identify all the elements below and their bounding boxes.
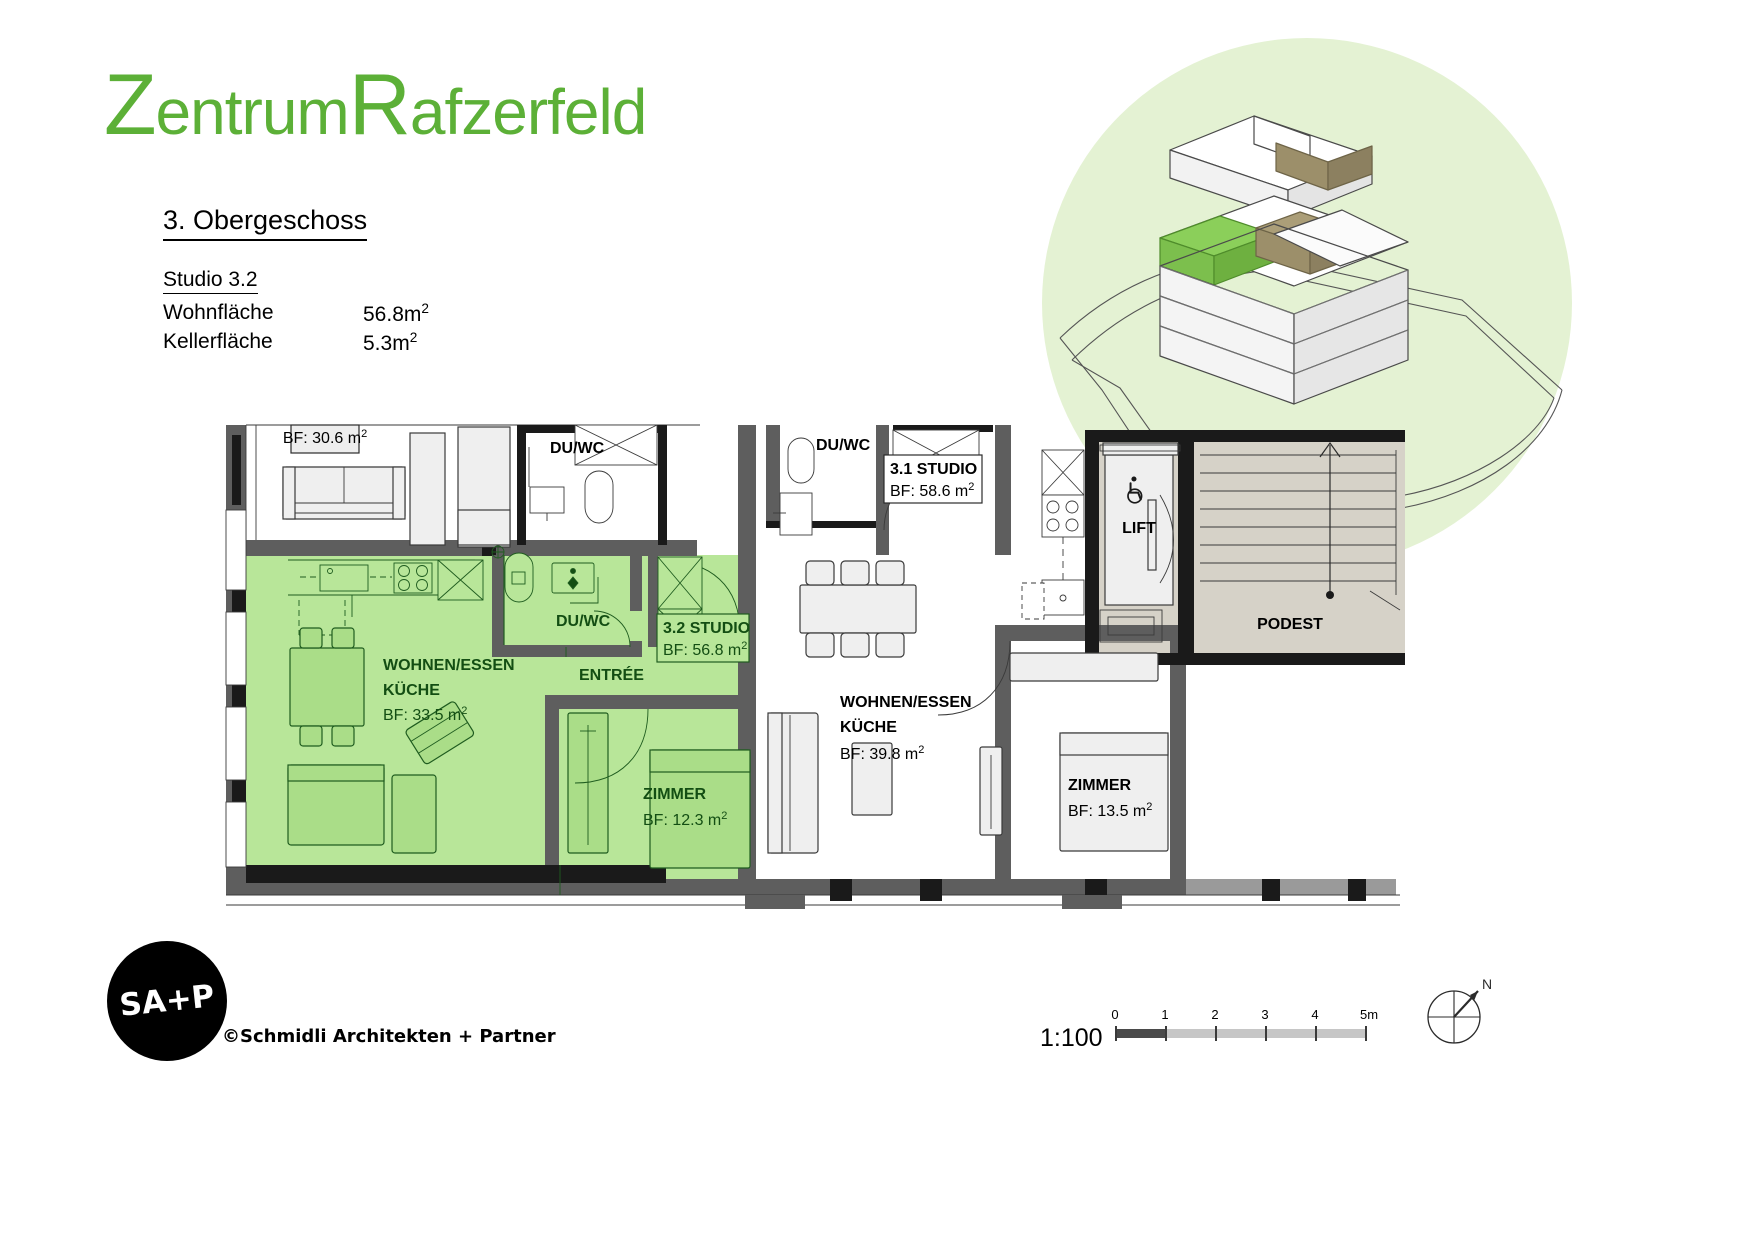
label-wohnen32-area: BF: 33.5 m2 [383, 705, 467, 724]
scale-tick-3 [1265, 1026, 1267, 1041]
stat-label-kellerflaeche: Kellerfläche [163, 330, 273, 353]
sap-logo-text: SA+P [117, 978, 217, 1024]
scale-num-5: 5m [1359, 1007, 1379, 1022]
scale-bar-group: 1:100 0 1 2 3 4 5m [1040, 1005, 1400, 1065]
stat-value-wohnflaeche: 56.8m2 [363, 301, 429, 326]
stat-row-kellerflaeche: Kellerfläche 5.3m2 [163, 330, 429, 356]
stat-value-kellerflaeche: 5.3m2 [363, 330, 418, 355]
scale-num-4: 4 [1311, 1007, 1319, 1022]
unit-info-block: Studio 3.2 Wohnfläche 56.8m2 Kellerfläch… [163, 268, 429, 356]
label-zimmer31: ZIMMER [1068, 777, 1132, 794]
label-studio31-title: 3.1 STUDIO [890, 461, 977, 478]
brand-z: Z [104, 57, 157, 153]
scale-segment-dark [1115, 1029, 1165, 1038]
brand-r: R [348, 57, 411, 153]
label-wohnen32-line2: KÜCHE [383, 680, 440, 699]
scale-bar: 0 1 2 3 4 5m [1111, 1007, 1378, 1041]
axonometric-drawing [1059, 115, 1563, 514]
scale-tick-0 [1115, 1026, 1117, 1041]
label-duwc-unit32: DU/WC [556, 613, 611, 630]
label-zimmer32-area: BF: 12.3 m2 [643, 810, 727, 829]
label-studio32-area: BF: 56.8 m2 [663, 640, 747, 659]
brand-afzerfeld: afzerfeld [409, 76, 647, 148]
scale-num-2: 2 [1211, 1007, 1219, 1022]
north-compass: N [1418, 975, 1498, 1055]
label-wohnen31-line1: WOHNEN/ESSEN [840, 694, 972, 711]
label-wohnen31-line2: KÜCHE [840, 717, 897, 736]
label-duwc-unit31: DU/WC [816, 437, 871, 454]
compass-north-letter: N [1482, 976, 1492, 992]
label-zimmer31-area: BF: 13.5 m2 [1068, 801, 1152, 820]
label-podest: PODEST [1257, 616, 1323, 633]
label-wohnen31-area: BF: 39.8 m2 [840, 744, 924, 763]
scale-ratio-label: 1:100 [1040, 1024, 1103, 1052]
label-zimmer32: ZIMMER [643, 786, 707, 803]
stat-label-wohnflaeche: Wohnfläche [163, 301, 274, 324]
scale-num-1: 1 [1161, 1007, 1169, 1022]
unit-name: Studio 3.2 [163, 268, 258, 294]
scale-tick-5 [1365, 1026, 1367, 1041]
label-wohnen32-line1: WOHNEN/ESSEN [383, 657, 515, 674]
stat-row-wohnflaeche: Wohnfläche 56.8m2 [163, 301, 429, 327]
scale-tick-1 [1165, 1026, 1167, 1041]
label-lift: LIFT [1122, 520, 1156, 537]
floor-plan-drawing: .wd { fill:#1a1a1a; } .wm { fill:#5e5e5e… [0, 395, 1754, 955]
label-duwc-upper: DU/WC [550, 440, 605, 457]
label-balcony-bf: BF: 30.6 m2 [283, 428, 367, 447]
floor-title: 3. Obergeschoss [163, 205, 368, 241]
scale-num-0: 0 [1111, 1007, 1119, 1022]
label-studio31-area: BF: 58.6 m2 [890, 481, 974, 500]
label-entree32: ENTRÉE [579, 665, 644, 684]
sap-logo: SA+P [107, 941, 227, 1061]
copyright-text: ©Schmidli Architekten + Partner [222, 1026, 556, 1047]
scale-tick-2 [1215, 1026, 1217, 1041]
brand-entrum: entrum [155, 76, 350, 148]
scale-num-3: 3 [1261, 1007, 1269, 1022]
scale-tick-4 [1315, 1026, 1317, 1041]
brand-title: ZentrumRafzerfeld [104, 62, 647, 148]
label-studio32-title: 3.2 STUDIO [663, 620, 750, 637]
